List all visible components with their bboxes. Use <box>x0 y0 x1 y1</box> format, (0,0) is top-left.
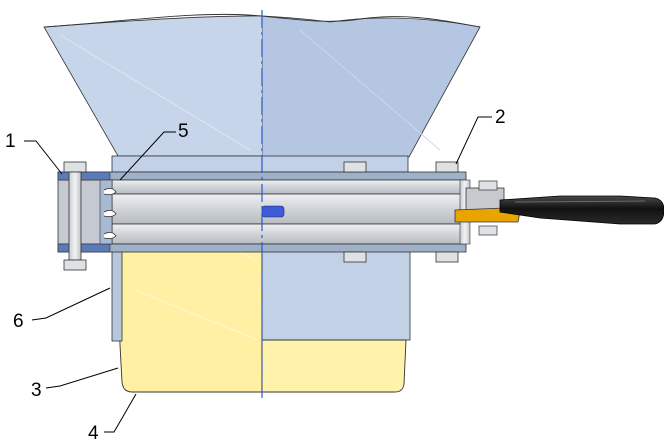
callout-1: 1 <box>5 131 63 175</box>
bolt-nut-bottom <box>435 251 459 263</box>
handle <box>454 180 664 236</box>
callout-3: 3 <box>31 367 119 401</box>
spring-clip <box>103 188 117 196</box>
bolt-nut <box>63 259 87 271</box>
gasket-lower <box>57 243 111 253</box>
bolt-shank <box>68 171 82 261</box>
callout-4: 4 <box>88 393 137 441</box>
bolt-head-top <box>435 161 459 173</box>
handle-pivot-nut <box>478 180 498 191</box>
callout-label-3: 3 <box>31 380 42 401</box>
callout-6: 6 <box>13 287 111 332</box>
bag-body-back <box>261 339 407 393</box>
lower-housing-back <box>261 243 411 341</box>
leader-line-1 <box>24 140 63 175</box>
center-clip <box>261 205 285 218</box>
leader-line-3 <box>45 367 119 389</box>
handle-grip <box>499 195 664 225</box>
callout-2: 2 <box>455 107 506 165</box>
bag-gloss <box>134 289 259 341</box>
callout-label-6: 6 <box>13 311 24 332</box>
frame-lower-channel <box>111 223 467 245</box>
spring-clip <box>103 210 117 218</box>
bolt-head-top <box>343 161 367 173</box>
hopper-front-half <box>43 15 262 157</box>
lower-housing <box>261 243 411 341</box>
callout-label-2: 2 <box>495 107 506 128</box>
hopper <box>43 13 481 173</box>
spring-clip <box>103 232 117 240</box>
slide-plate <box>111 193 463 225</box>
bolt-head <box>63 161 87 173</box>
hopper-break-line <box>43 13 481 28</box>
callout-5: 5 <box>119 121 189 181</box>
handle-pivot-nut <box>478 225 498 236</box>
callout-label-1: 1 <box>5 131 16 152</box>
leader-line-2 <box>455 116 492 165</box>
hopper-reflection <box>59 34 251 151</box>
handle-highlight <box>514 200 646 203</box>
frame-upper-channel <box>111 179 467 195</box>
bolt-nut-bottom <box>343 251 367 263</box>
leader-line-6 <box>31 287 111 321</box>
leader-line-5 <box>119 131 176 181</box>
leader-line-4 <box>104 393 137 433</box>
callout-label-4: 4 <box>88 423 99 441</box>
hopper-reflection <box>299 29 441 151</box>
flange-bolts <box>343 161 459 263</box>
hopper-back-half <box>262 15 481 158</box>
callout-label-5: 5 <box>178 121 189 142</box>
left-bolt <box>63 161 87 271</box>
gasket-upper <box>57 171 111 181</box>
slide-gate-frame <box>57 171 471 253</box>
